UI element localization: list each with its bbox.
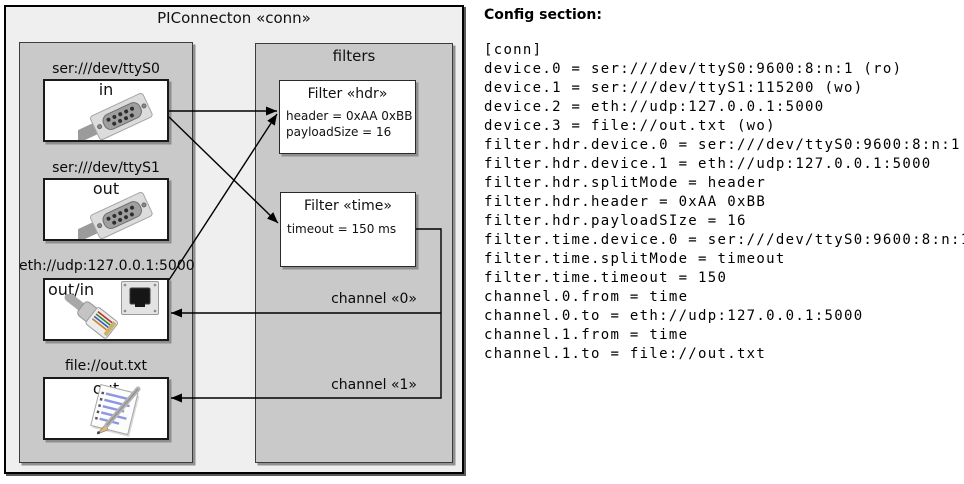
notepad-pencil-icon [90, 384, 141, 437]
serial-connector-icon [78, 191, 153, 239]
device-label-file: file://out.txt [64, 358, 148, 374]
filter-hdr-box: Filter «hdr» header = 0xAA 0xBB payloadS… [279, 80, 416, 154]
ethernet-jack-icon [121, 281, 159, 315]
config-section-text: [conn] device.0 = ser:///dev/ttyS0:9600:… [484, 42, 964, 362]
device-label-ttyS1: ser:///dev/ttyS1 [52, 160, 160, 176]
filter-time-box: Filter «time» timeout = 150 ms [280, 192, 416, 267]
device-direction-eth: out/in [48, 280, 95, 299]
config-section-heading: Config section: [484, 7, 602, 23]
ethernet-plug-icon [64, 294, 118, 339]
device-label-ttyS0: ser:///dev/ttyS0 [52, 61, 160, 77]
filter-time-title: Filter «time» [304, 198, 392, 214]
device-direction-ttyS0: in [98, 80, 114, 99]
channel-0-label: channel «0» [331, 291, 417, 307]
filter-hdr-title: Filter «hdr» [307, 86, 388, 102]
device-direction-ttyS1: out [92, 179, 120, 198]
filters-panel-title: filters [332, 47, 376, 65]
filter-hdr-params: header = 0xAA 0xBB payloadSize = 16 [286, 109, 413, 139]
channel-1-label: channel «1» [331, 377, 417, 393]
filter-time-params: timeout = 150 ms [287, 222, 397, 236]
device-label-eth: eth://udp:127.0.0.1:5000 [19, 258, 195, 274]
serial-connector-icon [78, 92, 153, 140]
diagram-title: PIConnecton «conn» [157, 9, 311, 27]
